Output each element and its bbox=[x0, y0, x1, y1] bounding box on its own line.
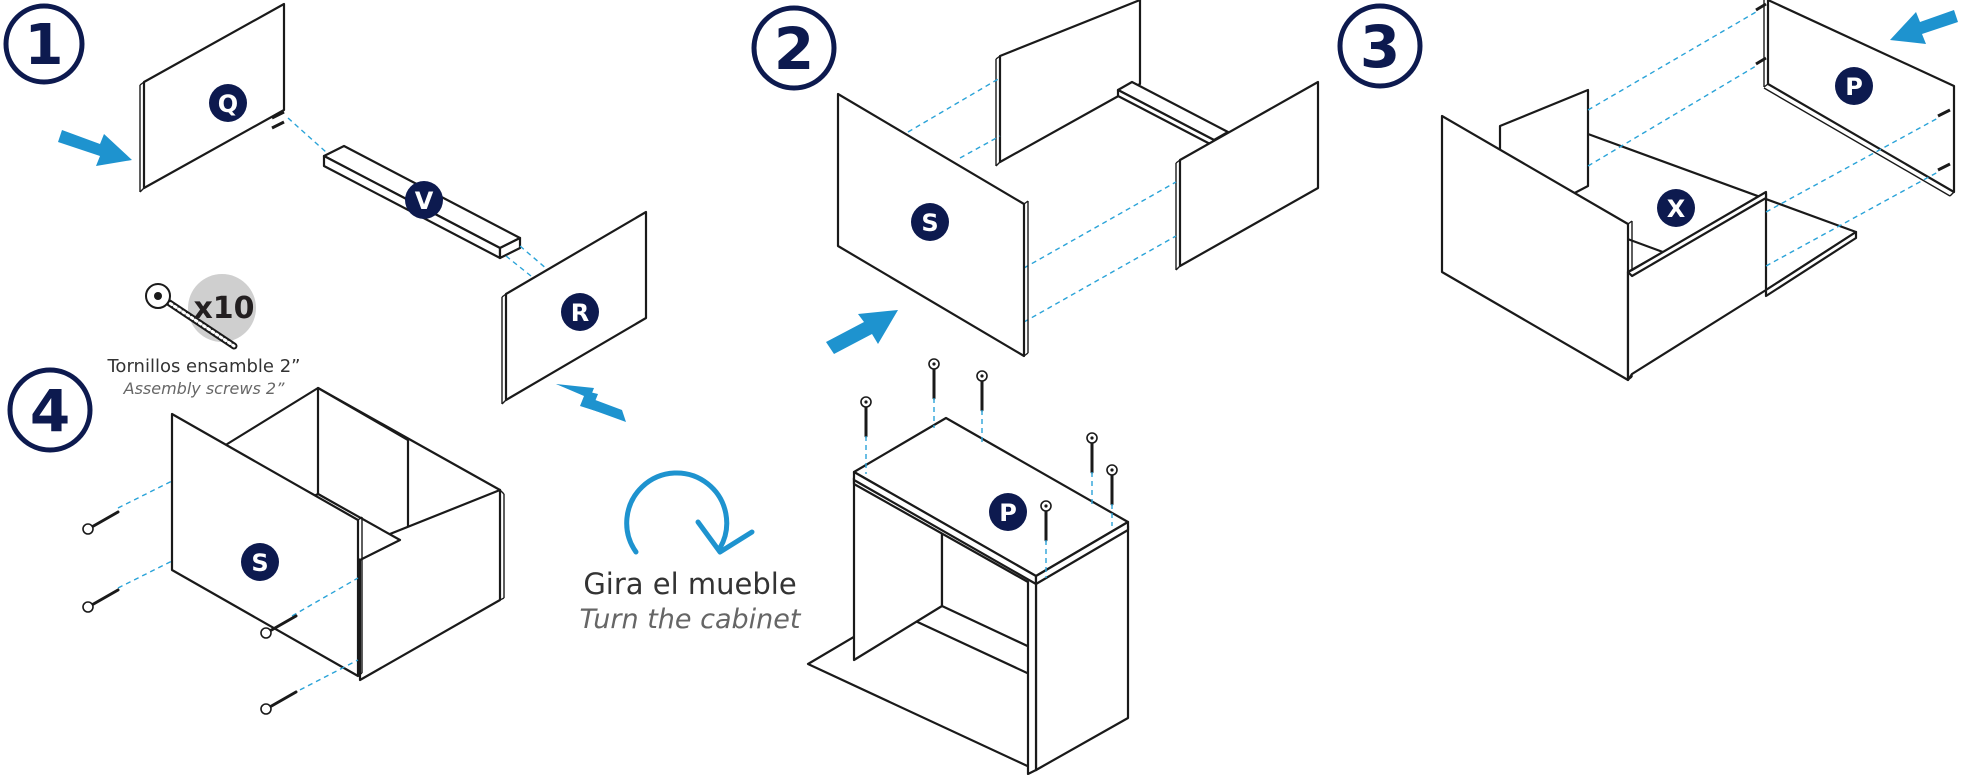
screw-icon bbox=[260, 614, 298, 639]
screw-icon bbox=[1105, 463, 1119, 506]
badge-q: Q bbox=[209, 84, 247, 122]
svg-text:P: P bbox=[999, 499, 1017, 527]
screw-icon bbox=[859, 395, 873, 438]
badge-s-step4: S bbox=[241, 543, 279, 581]
step-3-circle bbox=[1337, 3, 1423, 89]
step2-rail bbox=[1116, 80, 1230, 142]
svg-text:P: P bbox=[1845, 73, 1863, 101]
svg-text:R: R bbox=[571, 299, 589, 327]
screw-icon bbox=[975, 369, 989, 412]
step-2-number: 2 bbox=[774, 15, 814, 83]
rotate-arrow-icon bbox=[624, 470, 730, 555]
turn-label-es: Gira el mueble bbox=[583, 567, 796, 601]
turn-instruction: Gira el mueble Turn the cabinet bbox=[580, 470, 802, 635]
step-1-circle bbox=[3, 3, 85, 85]
arrow-step3 bbox=[1890, 10, 1958, 44]
svg-text:S: S bbox=[921, 209, 938, 237]
hardware-callout: x10 Tornillos ensamble 2” Assembly screw… bbox=[107, 274, 301, 398]
badge-r: R bbox=[561, 293, 599, 331]
svg-text:Q: Q bbox=[218, 90, 238, 118]
arrow-step1-q bbox=[58, 130, 132, 166]
step-2-circle bbox=[751, 5, 837, 91]
hardware-name-en: Assembly screws 2” bbox=[123, 379, 285, 398]
badge-s-step2: S bbox=[911, 203, 949, 241]
badge-x: X bbox=[1657, 189, 1695, 227]
svg-text:X: X bbox=[1667, 195, 1686, 223]
badge-p-step3: P bbox=[1835, 67, 1873, 105]
screw-icon bbox=[82, 510, 120, 535]
hardware-name-es: Tornillos ensamble 2” bbox=[107, 356, 301, 377]
step-4-number: 4 bbox=[30, 377, 70, 445]
arrow-step2 bbox=[826, 310, 898, 354]
screw-icon bbox=[1085, 431, 1099, 474]
step-2: 2 S bbox=[751, 0, 1320, 358]
screw-icon bbox=[82, 588, 120, 613]
hardware-quantity: x10 bbox=[193, 291, 254, 326]
turned-cabinet: P bbox=[806, 357, 1130, 775]
screw-icon bbox=[260, 690, 298, 715]
step-3-number: 3 bbox=[1360, 13, 1400, 81]
step-4-circle bbox=[7, 367, 93, 453]
step-4: 4 S bbox=[7, 367, 505, 715]
step-1-number: 1 bbox=[25, 13, 64, 78]
badge-v: V bbox=[405, 181, 443, 219]
badge-p-top: P bbox=[989, 493, 1027, 531]
svg-text:V: V bbox=[415, 187, 434, 215]
screw-icon bbox=[145, 283, 238, 350]
svg-text:S: S bbox=[251, 549, 268, 577]
step-3: 3 X P bbox=[1337, 0, 1958, 382]
step2-back-panel bbox=[998, 0, 1142, 164]
step-1: 1 Q V R bbox=[3, 2, 648, 422]
turn-label-en: Turn the cabinet bbox=[580, 604, 802, 635]
screw-icon bbox=[927, 357, 941, 400]
step2-right-panel bbox=[1178, 80, 1320, 268]
